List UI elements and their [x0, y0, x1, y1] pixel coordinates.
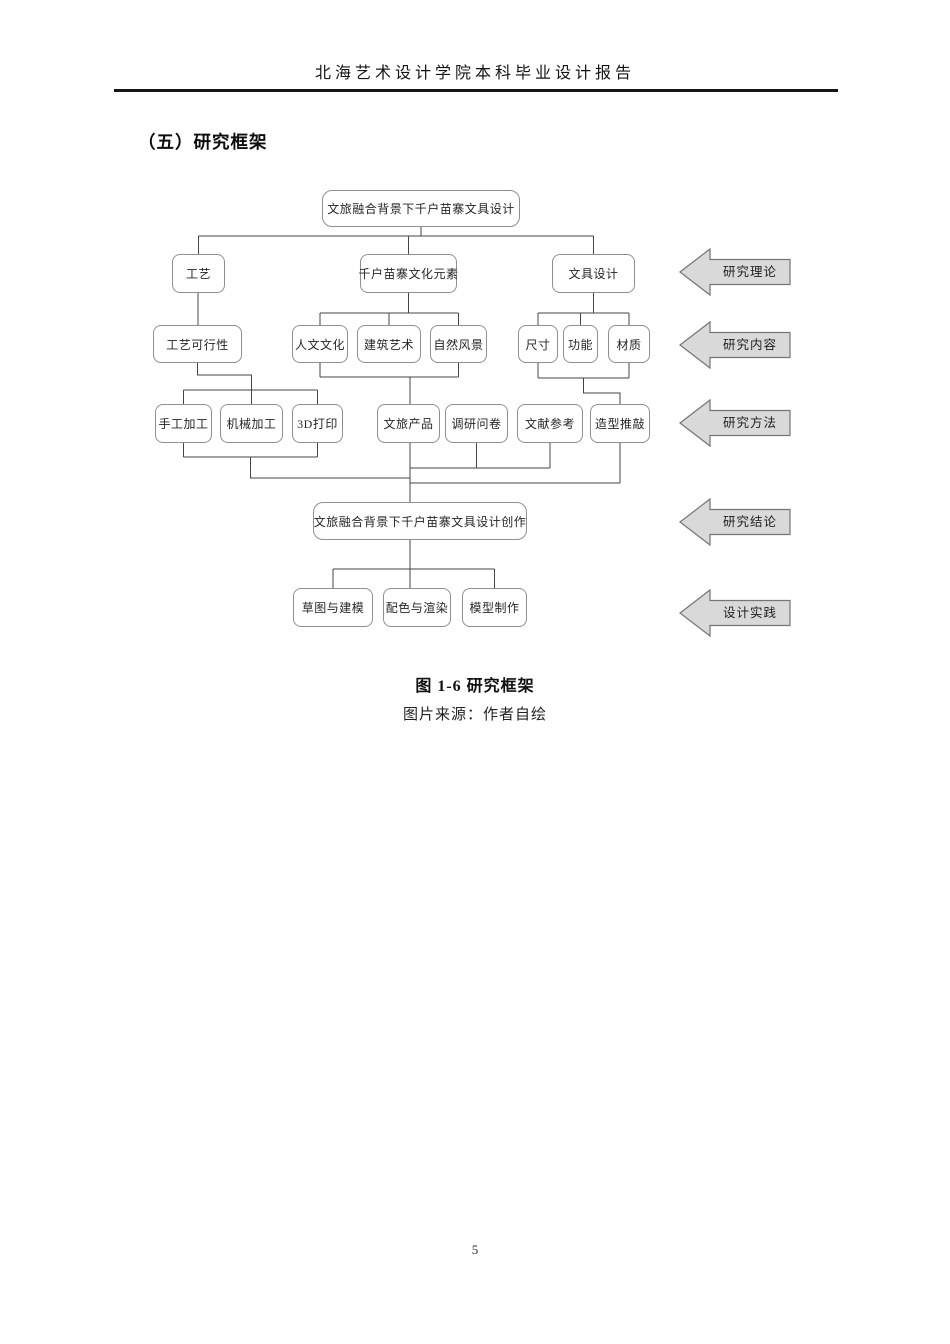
header-rule [114, 89, 838, 92]
arrow-label-research-theory: 研究理论 [722, 265, 777, 279]
connector-culture-to-product [319, 363, 459, 404]
connector-lines [183, 227, 630, 588]
arrow-research-content-icon [679, 320, 791, 370]
node-shape-refinement: 造型推敲 [590, 404, 650, 443]
connector-stationery-to-children [537, 293, 630, 325]
node-3d-printing: 3D打印 [292, 404, 343, 443]
node-size: 尺寸 [518, 325, 558, 363]
node-material: 材质 [608, 325, 650, 363]
diagram-canvas [183, 227, 791, 638]
node-architectural-art: 建筑艺术 [357, 325, 421, 363]
arrow-label-design-practice: 设计实践 [722, 606, 777, 620]
figure-caption-source: 图片来源：作者自绘 [402, 707, 547, 723]
figure-caption-title: 图 1-6 研究框架 [415, 678, 535, 695]
node-stationery-design: 文具设计 [552, 254, 635, 293]
connector-feasibility-to-processes [183, 363, 318, 404]
node-humanistic-culture: 人文文化 [292, 325, 348, 363]
node-machining: 机械加工 [220, 404, 283, 443]
arrow-design-practice-icon [679, 588, 791, 638]
page-number: 5 [471, 1242, 479, 1257]
connector-root-to-level2 [198, 227, 594, 254]
connector-specs-to-shape [537, 363, 630, 404]
node-creation: 文旅融合背景下千户苗寨文具设计创作 [313, 502, 527, 540]
node-natural-scenery: 自然风景 [430, 325, 487, 363]
connector-elements-to-children [319, 293, 459, 325]
node-literature: 文献参考 [517, 404, 583, 443]
node-survey: 调研问卷 [445, 404, 508, 443]
arrow-label-research-method: 研究方法 [722, 416, 777, 430]
connector-creation-to-practice [332, 540, 495, 588]
arrow-research-theory-icon [679, 247, 791, 297]
block-arrows [679, 247, 791, 638]
node-tourism-product: 文旅产品 [377, 404, 440, 443]
connector-methods-merge-to-creation [183, 443, 621, 502]
research-framework-diagram: 文旅融合背景下千户苗寨文具设计 工艺 千户苗寨文化元素 文具设计 工艺可行性 人… [153, 190, 791, 638]
arrow-label-research-conclusion: 研究结论 [722, 515, 777, 529]
node-color-rendering: 配色与渲染 [383, 588, 451, 627]
node-model-making: 模型制作 [462, 588, 527, 627]
node-handmade: 手工加工 [155, 404, 212, 443]
node-craft: 工艺 [172, 254, 225, 293]
node-function: 功能 [563, 325, 598, 363]
node-root: 文旅融合背景下千户苗寨文具设计 [322, 190, 520, 227]
node-sketch-modeling: 草图与建模 [293, 588, 373, 627]
section-heading: （五）研究框架 [138, 132, 268, 152]
node-culture-elements: 千户苗寨文化元素 [359, 254, 458, 293]
node-craft-feasibility: 工艺可行性 [153, 325, 242, 363]
arrow-label-research-content: 研究内容 [722, 338, 777, 352]
arrow-research-method-icon [679, 398, 791, 448]
arrow-research-conclusion-icon [679, 497, 791, 547]
page-header-title: 北海艺术设计学院本科毕业设计报告 [314, 65, 635, 82]
